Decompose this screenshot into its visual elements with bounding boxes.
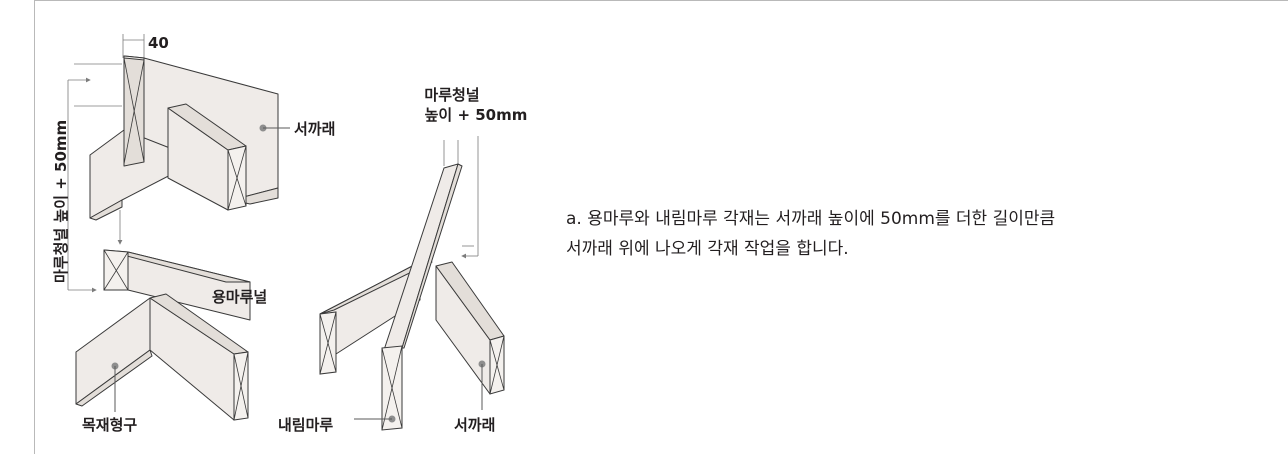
wood-form-cross-2 <box>233 351 249 421</box>
ridge-end-cross-2 <box>103 251 129 291</box>
height-dim-label: 마루청널 높이 + 50mm <box>52 120 70 283</box>
width-dimension-label: 40 <box>148 34 169 52</box>
description-text: a. 용마루와 내림마루 각재는 서까래 높이에 50mm를 더한 길이만큼 서… <box>566 204 1266 264</box>
height-label-line2: 높이 + 50mm <box>425 106 528 124</box>
rafter-right-label: 서까래 <box>454 416 495 434</box>
left-rafter-cross-2 <box>319 311 337 375</box>
hip-assembly: 마루청널 높이 + 50mm 내림마루 서까래 <box>278 86 527 434</box>
ridge-board-label: 용마루널 <box>212 288 267 306</box>
left-rafter-top <box>319 261 433 315</box>
height-dimension: 마루청널 높이 + 50mm <box>52 63 123 293</box>
hip-rafter-cross-2 <box>381 345 403 431</box>
description-line-2: 서까래 위에 나오게 각재 작업을 합니다. <box>566 239 849 259</box>
post-cross-2 <box>123 59 145 165</box>
rafter-top-label: 서까래 <box>294 120 335 138</box>
upper-assembly: 40 서까래 <box>89 34 335 221</box>
wood-form-left <box>75 297 151 405</box>
wood-form-left-edge <box>75 349 153 407</box>
figure-frame <box>34 0 1288 454</box>
small-block-cross-2 <box>227 145 247 211</box>
right-rafter-cross-2 <box>489 335 505 395</box>
description-line-1: a. 용마루와 내림마루 각재는 서까래 높이에 50mm를 더한 길이만큼 <box>566 209 1056 229</box>
wood-form-label: 목재형구 <box>82 416 137 434</box>
lower-beam-edge <box>89 199 123 221</box>
lower-assembly: 용마루널 목재형구 <box>75 249 267 434</box>
hip-rafter-label: 내림마루 <box>278 416 333 434</box>
height-label-line1: 마루청널 <box>424 86 479 104</box>
hip-rafter-edge <box>401 163 463 349</box>
ridge-end-cross-1 <box>103 249 129 291</box>
